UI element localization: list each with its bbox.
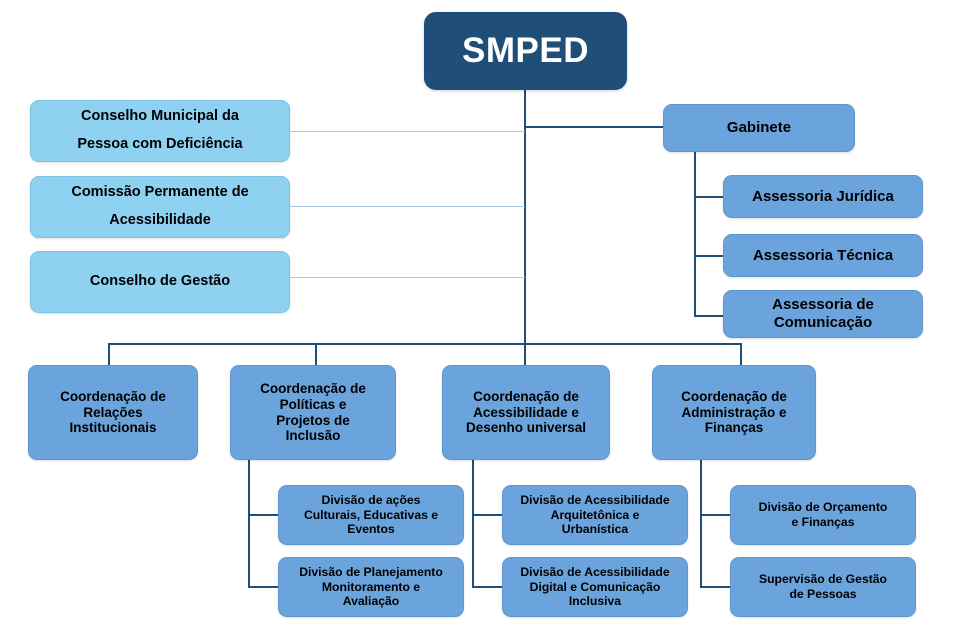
connector-coord-drop-3 — [524, 343, 526, 365]
node-assessoria-juridica[interactable]: Assessoria Jurídica — [723, 175, 923, 218]
connector-root-spine — [524, 90, 526, 344]
connector-coordination-bar — [108, 343, 742, 345]
node-conselho-gestao[interactable]: Conselho de Gestão — [30, 251, 290, 313]
connector-coord-drop-4 — [740, 343, 742, 365]
connector-politicas-drop — [248, 460, 250, 587]
connector-administracao-drop — [700, 460, 702, 587]
node-conselho-municipal-label: Conselho Municipal da Pessoa com Deficiê… — [77, 108, 243, 152]
node-gabinete[interactable]: Gabinete — [663, 104, 855, 152]
node-div-acess-arquitetonica-label: Divisão de Acessibilidade Arquitetônica … — [520, 492, 670, 537]
node-div-acess-arquitetonica[interactable]: Divisão de Acessibilidade Arquitetônica … — [502, 485, 688, 545]
connector-coord-drop-2 — [315, 343, 317, 365]
connector-advisory-3 — [694, 315, 723, 317]
node-assessoria-juridica-label: Assessoria Jurídica — [752, 187, 894, 205]
node-div-orcamento-label: Divisão de Orçamento e Finanças — [758, 500, 888, 529]
node-div-acoes-culturais[interactable]: Divisão de ações Culturais, Educativas e… — [278, 485, 464, 545]
node-coord-administracao-label: Coordenação de Administração e Finanças — [681, 388, 787, 436]
node-coord-relacoes-label: Coordenação de Relações Institucionais — [60, 388, 166, 436]
node-coord-politicas[interactable]: Coordenação de Políticas e Projetos de I… — [230, 365, 396, 460]
node-comissao-permanente-label: Comissão Permanente de Acessibilidade — [71, 184, 249, 228]
node-div-orcamento[interactable]: Divisão de Orçamento e Finanças — [730, 485, 916, 545]
connector-acessibilidade-drop — [472, 460, 474, 587]
connector-administracao-div-1 — [700, 514, 730, 516]
connector-council-3 — [290, 277, 525, 278]
node-div-acoes-culturais-label: Divisão de ações Culturais, Educativas e… — [303, 492, 439, 537]
node-coord-relacoes[interactable]: Coordenação de Relações Institucionais — [28, 365, 198, 460]
connector-advisory-2 — [694, 255, 723, 257]
connector-council-1 — [290, 131, 525, 132]
node-coord-administracao[interactable]: Coordenação de Administração e Finanças — [652, 365, 816, 460]
node-conselho-municipal[interactable]: Conselho Municipal da Pessoa com Deficiê… — [30, 100, 290, 162]
node-coord-acessibilidade-label: Coordenação de Acessibilidade e Desenho … — [465, 388, 587, 436]
node-assessoria-tecnica[interactable]: Assessoria Técnica — [723, 234, 923, 277]
node-gabinete-label: Gabinete — [726, 119, 792, 137]
node-smped-label: SMPED — [462, 31, 589, 71]
node-smped[interactable]: SMPED — [424, 12, 627, 90]
connector-root-to-gabinete — [524, 126, 663, 128]
node-assessoria-tecnica-label: Assessoria Técnica — [752, 246, 894, 264]
connector-politicas-div-2 — [248, 586, 278, 588]
node-sup-gestao-pessoas-label: Supervisão de Gestão de Pessoas — [758, 572, 888, 601]
connector-advisory-1 — [694, 196, 723, 198]
connector-coord-drop-1 — [108, 343, 110, 365]
node-div-planejamento[interactable]: Divisão de Planejamento Monitoramento e … — [278, 557, 464, 617]
connector-politicas-div-1 — [248, 514, 278, 516]
connector-acessibilidade-div-2 — [472, 586, 502, 588]
node-div-acess-digital-label: Divisão de Acessibilidade Digital e Comu… — [520, 564, 670, 609]
node-div-acess-digital[interactable]: Divisão de Acessibilidade Digital e Comu… — [502, 557, 688, 617]
node-sup-gestao-pessoas[interactable]: Supervisão de Gestão de Pessoas — [730, 557, 916, 617]
connector-council-2 — [290, 206, 525, 207]
node-assessoria-comunicacao-label: Assessoria de Comunicação — [772, 296, 874, 331]
node-comissao-permanente[interactable]: Comissão Permanente de Acessibilidade — [30, 176, 290, 238]
connector-acessibilidade-div-1 — [472, 514, 502, 516]
connector-administracao-div-2 — [700, 586, 730, 588]
node-conselho-gestao-label: Conselho de Gestão — [89, 273, 231, 290]
node-assessoria-comunicacao[interactable]: Assessoria de Comunicação — [723, 290, 923, 338]
node-coord-politicas-label: Coordenação de Políticas e Projetos de I… — [260, 380, 366, 444]
connector-gabinete-drop — [694, 152, 696, 317]
node-coord-acessibilidade[interactable]: Coordenação de Acessibilidade e Desenho … — [442, 365, 610, 460]
node-div-planejamento-label: Divisão de Planejamento Monitoramento e … — [299, 564, 443, 609]
